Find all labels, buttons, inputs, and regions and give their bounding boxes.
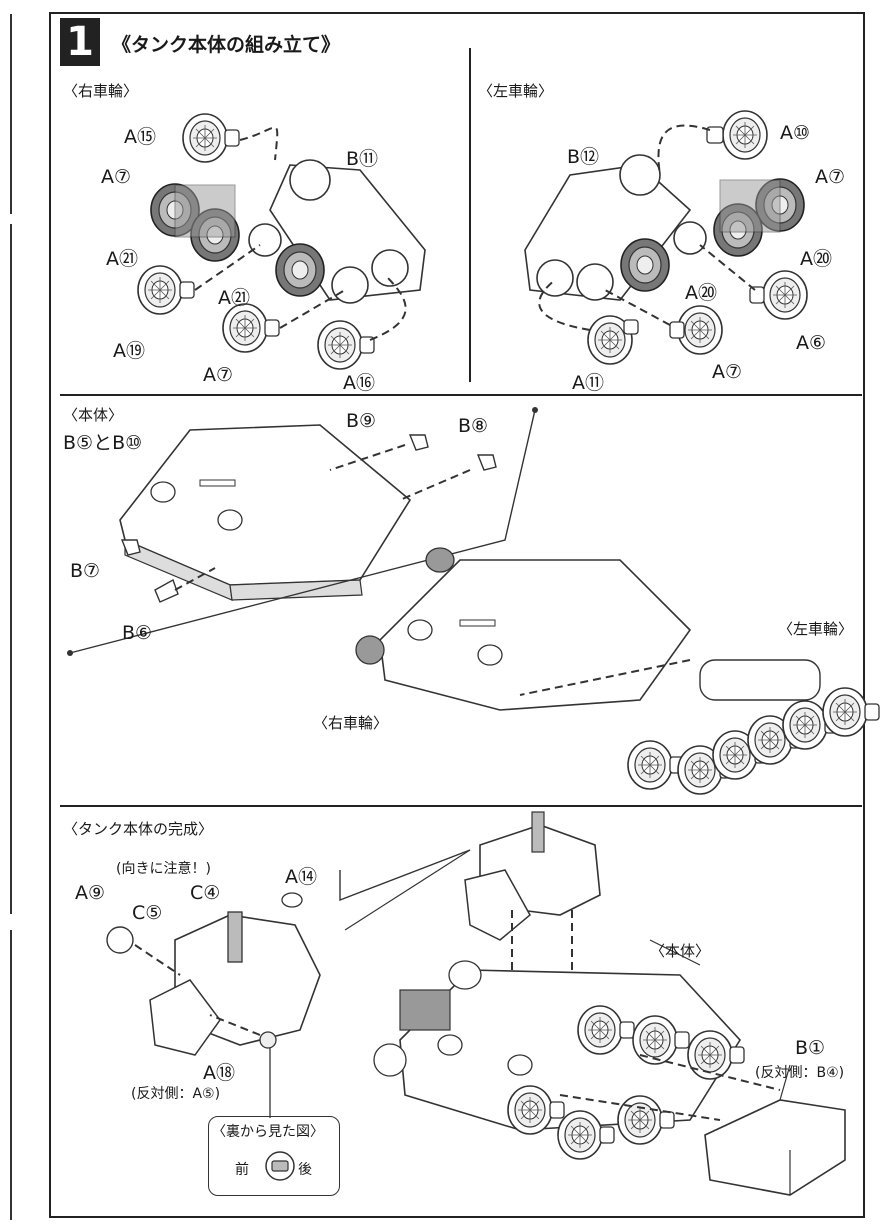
back-view-box <box>208 1116 340 1196</box>
body-heading: 〈本体〉 <box>63 406 124 424</box>
part-label: A⑯ <box>343 372 375 394</box>
left-margin-rail <box>0 0 12 1231</box>
opposite-side-note: (反対側：A⑤) <box>131 1086 221 1102</box>
part-label: A⑳ <box>685 282 717 304</box>
part-label: A⑦ <box>203 364 234 386</box>
part-label: A⑩ <box>780 122 811 144</box>
part-label: A㉑ <box>218 287 250 309</box>
body-callout: 〈本体〉 <box>650 942 711 960</box>
part-label: A⑦ <box>712 361 743 383</box>
completion-heading: 〈タンク本体の完成〉 <box>63 820 214 838</box>
orientation-note: (向きに注意！) <box>116 861 211 877</box>
part-label: B① <box>795 1037 826 1059</box>
right-wheels-heading: 〈右車輪〉 <box>63 82 139 100</box>
part-label: B⑤とB⑩ <box>63 432 143 454</box>
opposite-side-note: (反対側：B④) <box>755 1065 845 1081</box>
part-label: A⑦ <box>815 166 846 188</box>
left-wheels-callout: 〈左車輪〉 <box>778 620 854 638</box>
rail-segment <box>0 224 12 914</box>
part-label: B⑦ <box>70 560 101 582</box>
part-label: A⑭ <box>285 866 317 888</box>
front-label: 前 <box>235 1162 249 1178</box>
part-label: B⑥ <box>122 622 153 644</box>
left-wheels-heading: 〈左車輪〉 <box>478 82 554 100</box>
step-number: 1 <box>60 18 100 66</box>
rail-segment <box>0 14 12 214</box>
part-label: A⑥ <box>796 332 827 354</box>
part-label: A⑳ <box>800 248 832 270</box>
part-label: B⑪ <box>346 148 379 170</box>
part-label: C⑤ <box>132 902 163 924</box>
part-label: A㉑ <box>106 248 138 270</box>
part-label: A⑦ <box>101 166 132 188</box>
back-view-title: 〈裏から見た図〉 <box>212 1124 324 1140</box>
part-label: A⑱ <box>203 1062 235 1084</box>
part-label: A⑨ <box>75 882 106 904</box>
part-label: B⑧ <box>458 415 489 437</box>
part-label: C④ <box>190 882 221 904</box>
part-label: A⑲ <box>113 340 145 362</box>
step-title: 《タンク本体の組み立て》 <box>112 34 341 56</box>
part-label: A⑪ <box>572 372 604 394</box>
part-label: B⑫ <box>567 146 600 168</box>
part-label: A⑮ <box>124 126 156 148</box>
part-label: B⑨ <box>346 410 377 432</box>
back-label: 後 <box>298 1162 312 1178</box>
rail-segment <box>0 930 12 1220</box>
right-wheels-callout: 〈右車輪〉 <box>313 714 389 732</box>
